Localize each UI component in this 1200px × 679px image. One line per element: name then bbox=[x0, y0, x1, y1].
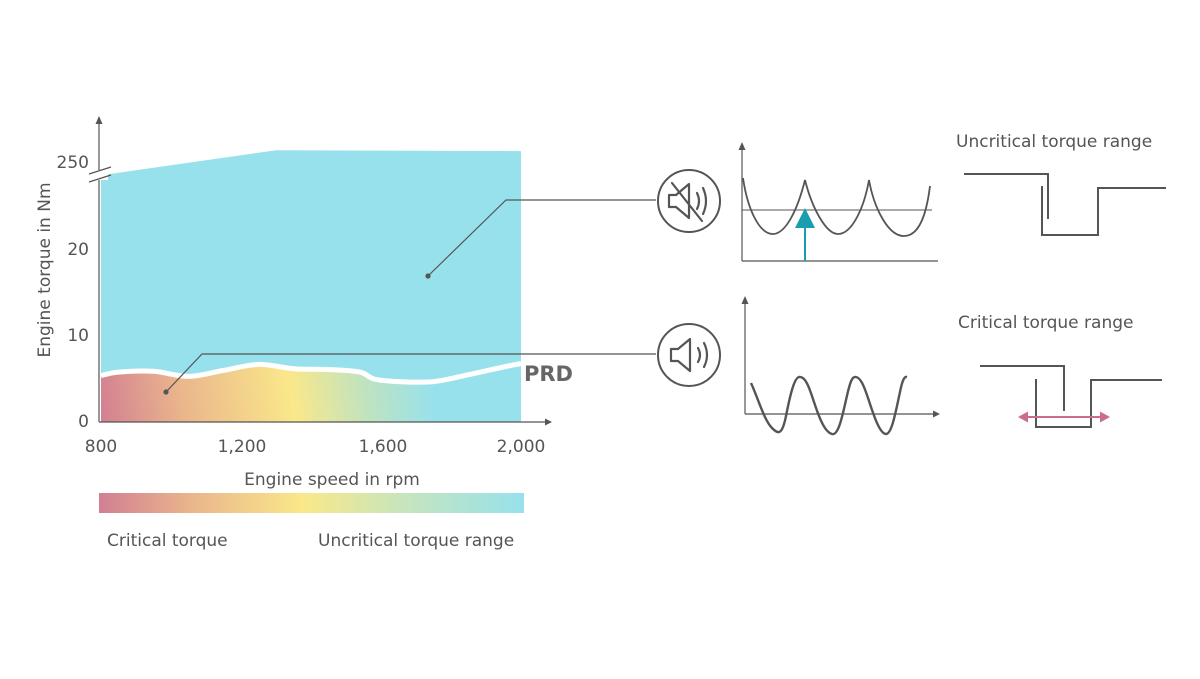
y-axis-title: Engine torque in Nm bbox=[35, 182, 55, 357]
axis-break-mark bbox=[88, 166, 112, 183]
y-tick-10: 10 bbox=[67, 326, 89, 346]
uncritical-range-profile bbox=[964, 173, 1166, 236]
legend-uncritical-label: Uncritical torque range bbox=[318, 531, 514, 551]
critical-range-title: Critical torque range bbox=[958, 313, 1133, 333]
critical-area bbox=[101, 363, 521, 422]
leader-critical bbox=[163, 353, 656, 395]
uncritical-range-title: Uncritical torque range bbox=[956, 132, 1152, 152]
x-tick-1200: 1,200 bbox=[218, 437, 267, 457]
uncritical-waveform bbox=[742, 177, 931, 237]
leader-uncritical bbox=[425, 199, 656, 279]
x-axis-title: Engine speed in rpm bbox=[244, 470, 420, 490]
y-tick-20: 20 bbox=[67, 240, 89, 260]
critical-waveform-chart bbox=[741, 296, 940, 436]
y-tick-250: 250 bbox=[57, 153, 89, 173]
x-axis-arrow bbox=[545, 418, 552, 426]
speaker-sound-icon bbox=[657, 323, 721, 387]
torque-gradient-bar bbox=[99, 493, 524, 513]
y-tick-0: 0 bbox=[78, 412, 89, 432]
x-tick-2000: 2,000 bbox=[497, 437, 546, 457]
double-arrow bbox=[1018, 411, 1110, 423]
x-tick-800: 800 bbox=[85, 437, 117, 457]
prd-curve bbox=[100, 361, 522, 385]
critical-waveform bbox=[749, 375, 908, 436]
critical-range-profile bbox=[980, 365, 1162, 428]
speaker-muted-icon bbox=[657, 169, 721, 233]
x-tick-1600: 1,600 bbox=[359, 437, 408, 457]
y-axis-arrow bbox=[95, 116, 103, 124]
legend-critical-label: Critical torque bbox=[107, 531, 228, 551]
uncritical-waveform-chart bbox=[738, 142, 938, 262]
prd-label: PRD bbox=[524, 362, 573, 386]
